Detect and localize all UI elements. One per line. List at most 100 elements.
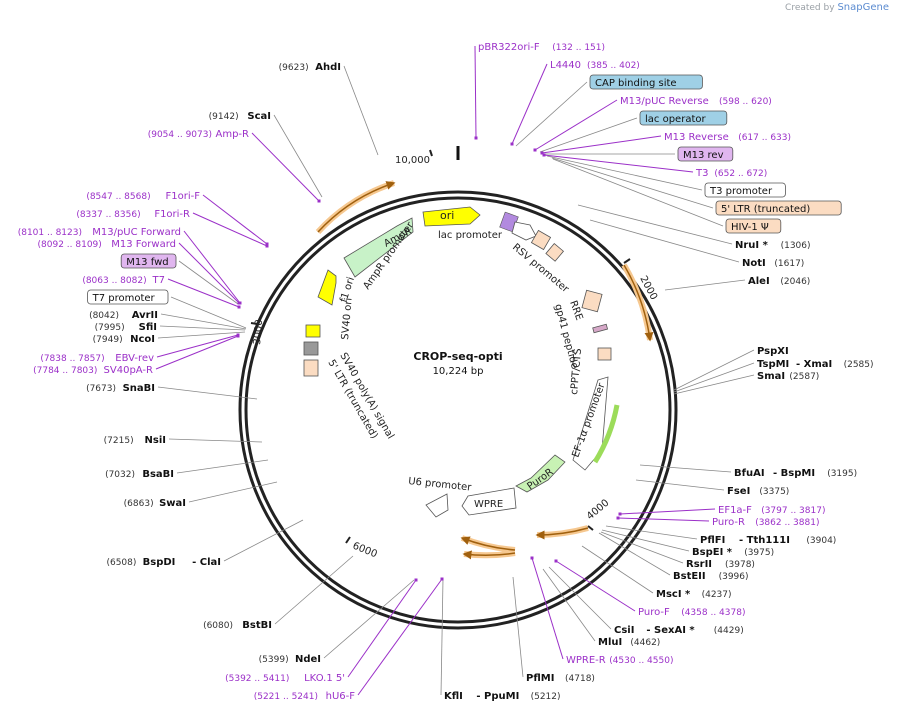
site-wpre-r: WPRE-R(4530 .. 4550) <box>566 655 673 666</box>
primer-position: (8101 .. 8123) <box>18 228 82 238</box>
enzyme-name: AvrII <box>132 310 158 321</box>
leader-cap-binding-site <box>515 81 588 147</box>
primer-position: (4358 .. 4378) <box>681 608 745 618</box>
leader-bfuai <box>639 464 732 473</box>
primer-name: Puro-R <box>712 517 745 528</box>
leader-t3-promoter <box>546 155 703 191</box>
primer-name: EF1a-F <box>718 505 752 516</box>
feature-label-u6: U6 promoter <box>408 476 473 494</box>
site-bfuai: BfuAI- BspMI(3195) <box>734 468 857 479</box>
enzyme-name: NsiI <box>145 435 166 446</box>
site-bsteii: BstEII(3996) <box>673 571 749 582</box>
wpre-arrow <box>461 487 517 516</box>
primer-position: (5221 .. 5241) <box>254 692 318 702</box>
site-m13-rev: M13 rev <box>677 146 734 162</box>
feature-label-hiv-1: HIV-1 Ψ <box>731 222 769 233</box>
primer-position: (4530 .. 4550) <box>609 656 673 666</box>
leader-bsabi <box>176 459 269 474</box>
feature-label-lac-operator: lac operator <box>645 114 706 125</box>
feature-box-t3-promoter <box>704 182 786 198</box>
leader-puro-r <box>617 517 710 522</box>
sv40-ori-box <box>305 324 321 338</box>
site-ndei: NdeI(5399) <box>259 654 321 665</box>
enzyme-name: FseI <box>727 486 750 497</box>
primer-tick-lko-1-5 <box>414 578 418 582</box>
primer-position: (617 .. 633) <box>738 133 791 143</box>
hiv-psi-box <box>545 242 565 262</box>
leader-bstbi <box>274 555 354 625</box>
leader-noti <box>589 219 740 263</box>
enzyme-name-extra: - BspMI <box>773 468 815 479</box>
leader-sv40pa-r <box>155 335 239 370</box>
enzyme-position: (8042) <box>89 311 119 321</box>
site-nsii: NsiI(7215) <box>104 435 166 446</box>
3-ltr-box <box>303 359 319 377</box>
primer-name: SV40pA-R <box>104 365 153 376</box>
snapgene-brand: SnapGene <box>837 2 889 13</box>
site-l4440: L4440(385 .. 402) <box>550 60 640 71</box>
enzyme-position: (6863) <box>124 499 154 509</box>
primer-position: (3797 .. 3817) <box>761 506 825 516</box>
leader-l4440 <box>511 63 548 145</box>
enzyme-name: BspEI * <box>692 547 733 558</box>
enzyme-name-extra: - ClaI <box>192 557 221 568</box>
primer-position: (7784 .. 7803) <box>33 366 97 376</box>
leader-kfli <box>440 578 444 696</box>
primer-tick-m13-reverse <box>540 151 544 155</box>
ruler-label-3000: 3000 <box>252 319 265 345</box>
site-lko-1-5: LKO.1 5'(5392 .. 5411) <box>225 673 345 684</box>
site-t7: T7(8063 .. 8082) <box>82 275 165 286</box>
enzyme-position: (7673) <box>86 384 116 394</box>
primer-tick-ef1a-f <box>618 512 622 516</box>
leader-pflfi <box>605 525 698 540</box>
site-f1ori-r: F1ori-R(8337 .. 8356) <box>76 209 190 220</box>
leader-smai <box>673 374 755 395</box>
lac-promoter-arrow <box>511 221 537 241</box>
leader-ef1a-f <box>619 508 716 515</box>
leader-m13-puc-forward <box>183 230 241 304</box>
site-noti: NotI(1617) <box>742 258 804 269</box>
primer-tick-amp-r <box>317 199 321 203</box>
enzyme-name: BsaBI <box>142 469 174 480</box>
primer-name: M13/pUC Forward <box>92 227 181 238</box>
leader-lac-operator <box>539 117 638 153</box>
enzyme-name: AhdI <box>315 62 341 73</box>
leader-alei <box>664 279 746 291</box>
feature-label-t3-promoter: T3 promoter <box>709 186 773 197</box>
enzyme-name: SnaBI <box>123 383 155 394</box>
enzyme-name: PflFI <box>700 535 725 546</box>
u6-promoter-arrow <box>425 493 449 518</box>
leader-5-ltr-truncated <box>551 157 714 209</box>
site-msci: MscI *(4237) <box>656 589 732 600</box>
ruler-label-6000: 6000 <box>351 541 379 561</box>
primer-tick-puro-f <box>554 559 558 563</box>
leader-t7 <box>167 278 240 308</box>
enzyme-name: MscI * <box>656 589 691 600</box>
site-rsrii: RsrII(3978) <box>686 559 755 570</box>
site-swai: SwaI(6863) <box>124 498 186 509</box>
enzyme-position: (5212) <box>531 692 561 702</box>
enzyme-name: KflI <box>444 691 463 702</box>
site-bsabi: BsaBI(7032) <box>105 469 174 480</box>
primer-name: M13/pUC Reverse <box>620 96 709 107</box>
leader-hiv-1 <box>552 158 724 227</box>
primer-name: LKO.1 5' <box>304 673 345 684</box>
site-t7-promoter: T7 promoter <box>87 289 169 305</box>
enzyme-name: AleI <box>748 276 770 287</box>
enzyme-position: (1617) <box>774 259 804 269</box>
primer-tick-puro-r <box>616 516 620 520</box>
primer-tick-f1ori-f <box>265 242 269 246</box>
site-m13-fwd: M13 fwd <box>120 253 177 269</box>
primer-tick-pbr322ori-f <box>474 136 478 140</box>
leader-ahdi <box>343 65 379 156</box>
enzyme-position: (2046) <box>780 277 810 287</box>
site-leader-lines <box>155 45 755 696</box>
site-pflmi: PflMI(4718) <box>526 673 595 684</box>
enzyme-name: NcoI <box>130 334 155 345</box>
feature-label-5-ltr-truncated: 5' LTR (truncated) <box>721 204 810 215</box>
feature-label-m13-rev: M13 rev <box>683 150 724 161</box>
map-length: 10,224 bp <box>433 366 484 377</box>
site-tspmi: TspMI- XmaI(2585) <box>757 359 874 370</box>
ef1a-green-arc <box>592 404 620 464</box>
primer-tick-t7 <box>237 305 241 309</box>
